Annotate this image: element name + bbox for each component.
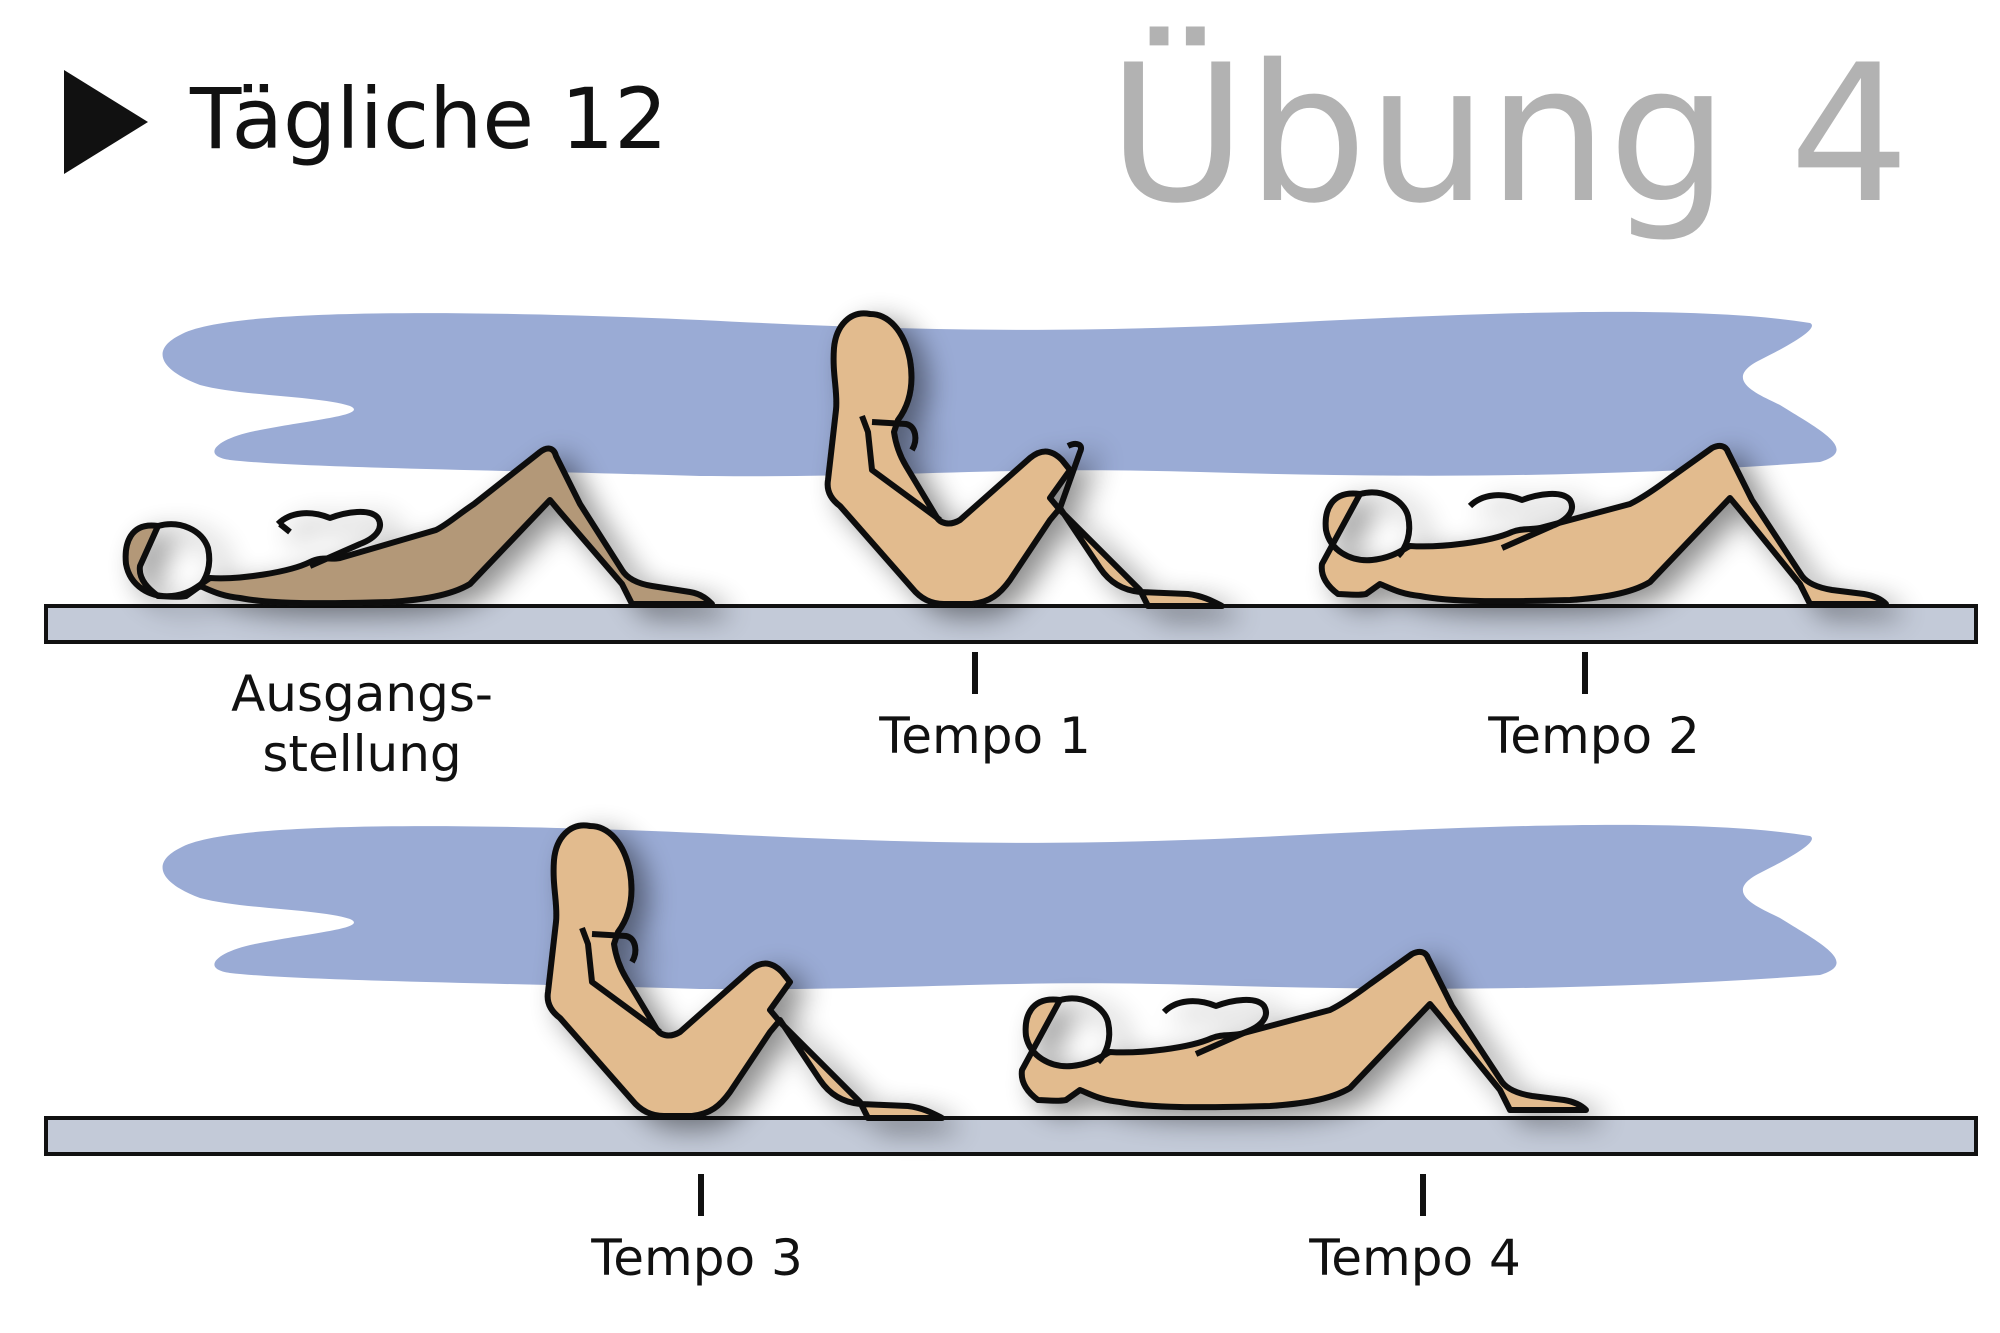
exercise-title: Übung 4 <box>1107 24 1910 245</box>
play-triangle-icon <box>64 70 148 174</box>
label-starting-position-line1: Ausgangs- <box>231 665 493 723</box>
label-starting-position-line2: stellung <box>262 725 462 783</box>
tick-tempo-1 <box>972 652 978 694</box>
label-tempo-1: Tempo 1 <box>879 707 1091 765</box>
figure-tempo-4 <box>1018 948 1589 1113</box>
mat-bottom <box>44 1116 1978 1156</box>
series-title: Tägliche 12 <box>190 70 668 168</box>
floor-band-top <box>162 311 1837 477</box>
label-tempo-4: Tempo 4 <box>1309 1229 1521 1287</box>
label-tempo-3: Tempo 3 <box>591 1229 803 1287</box>
tick-tempo-3 <box>698 1174 704 1216</box>
figure-tempo-3 <box>544 822 945 1121</box>
figure-tempo-1 <box>824 310 1225 609</box>
label-starting-position: Ausgangs- stellung <box>231 664 493 784</box>
tick-tempo-4 <box>1420 1174 1426 1216</box>
figure-starting-position <box>122 445 715 607</box>
mat-top <box>44 604 1978 644</box>
figure-tempo-2 <box>1318 442 1889 607</box>
floor-band-bottom <box>162 824 1837 990</box>
tick-tempo-2 <box>1582 652 1588 694</box>
label-tempo-2: Tempo 2 <box>1488 707 1700 765</box>
